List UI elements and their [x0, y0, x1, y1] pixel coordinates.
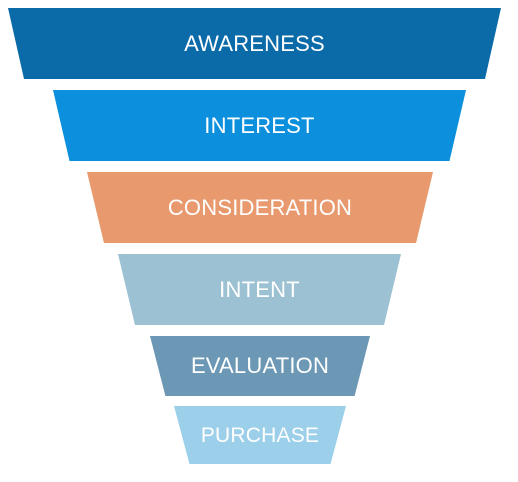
funnel-stage-interest: INTEREST [53, 90, 466, 161]
funnel-stage-awareness: AWARENESS [8, 8, 501, 79]
funnel-stage-label: CONSIDERATION [167, 194, 353, 220]
funnel-stage-label: INTEREST [204, 112, 315, 138]
funnel-stage-evaluation: EVALUATION [150, 336, 370, 396]
funnel-stage-intent: INTENT [118, 254, 401, 325]
funnel-stage-label: AWARENESS [184, 30, 325, 56]
funnel-stage-purchase: PURCHASE [174, 406, 346, 464]
funnel-stage-consideration: CONSIDERATION [87, 172, 433, 243]
funnel-stage-label: PURCHASE [200, 423, 320, 447]
funnel-stage-label: EVALUATION [190, 353, 330, 378]
funnel-stage-label: INTENT [219, 276, 300, 302]
